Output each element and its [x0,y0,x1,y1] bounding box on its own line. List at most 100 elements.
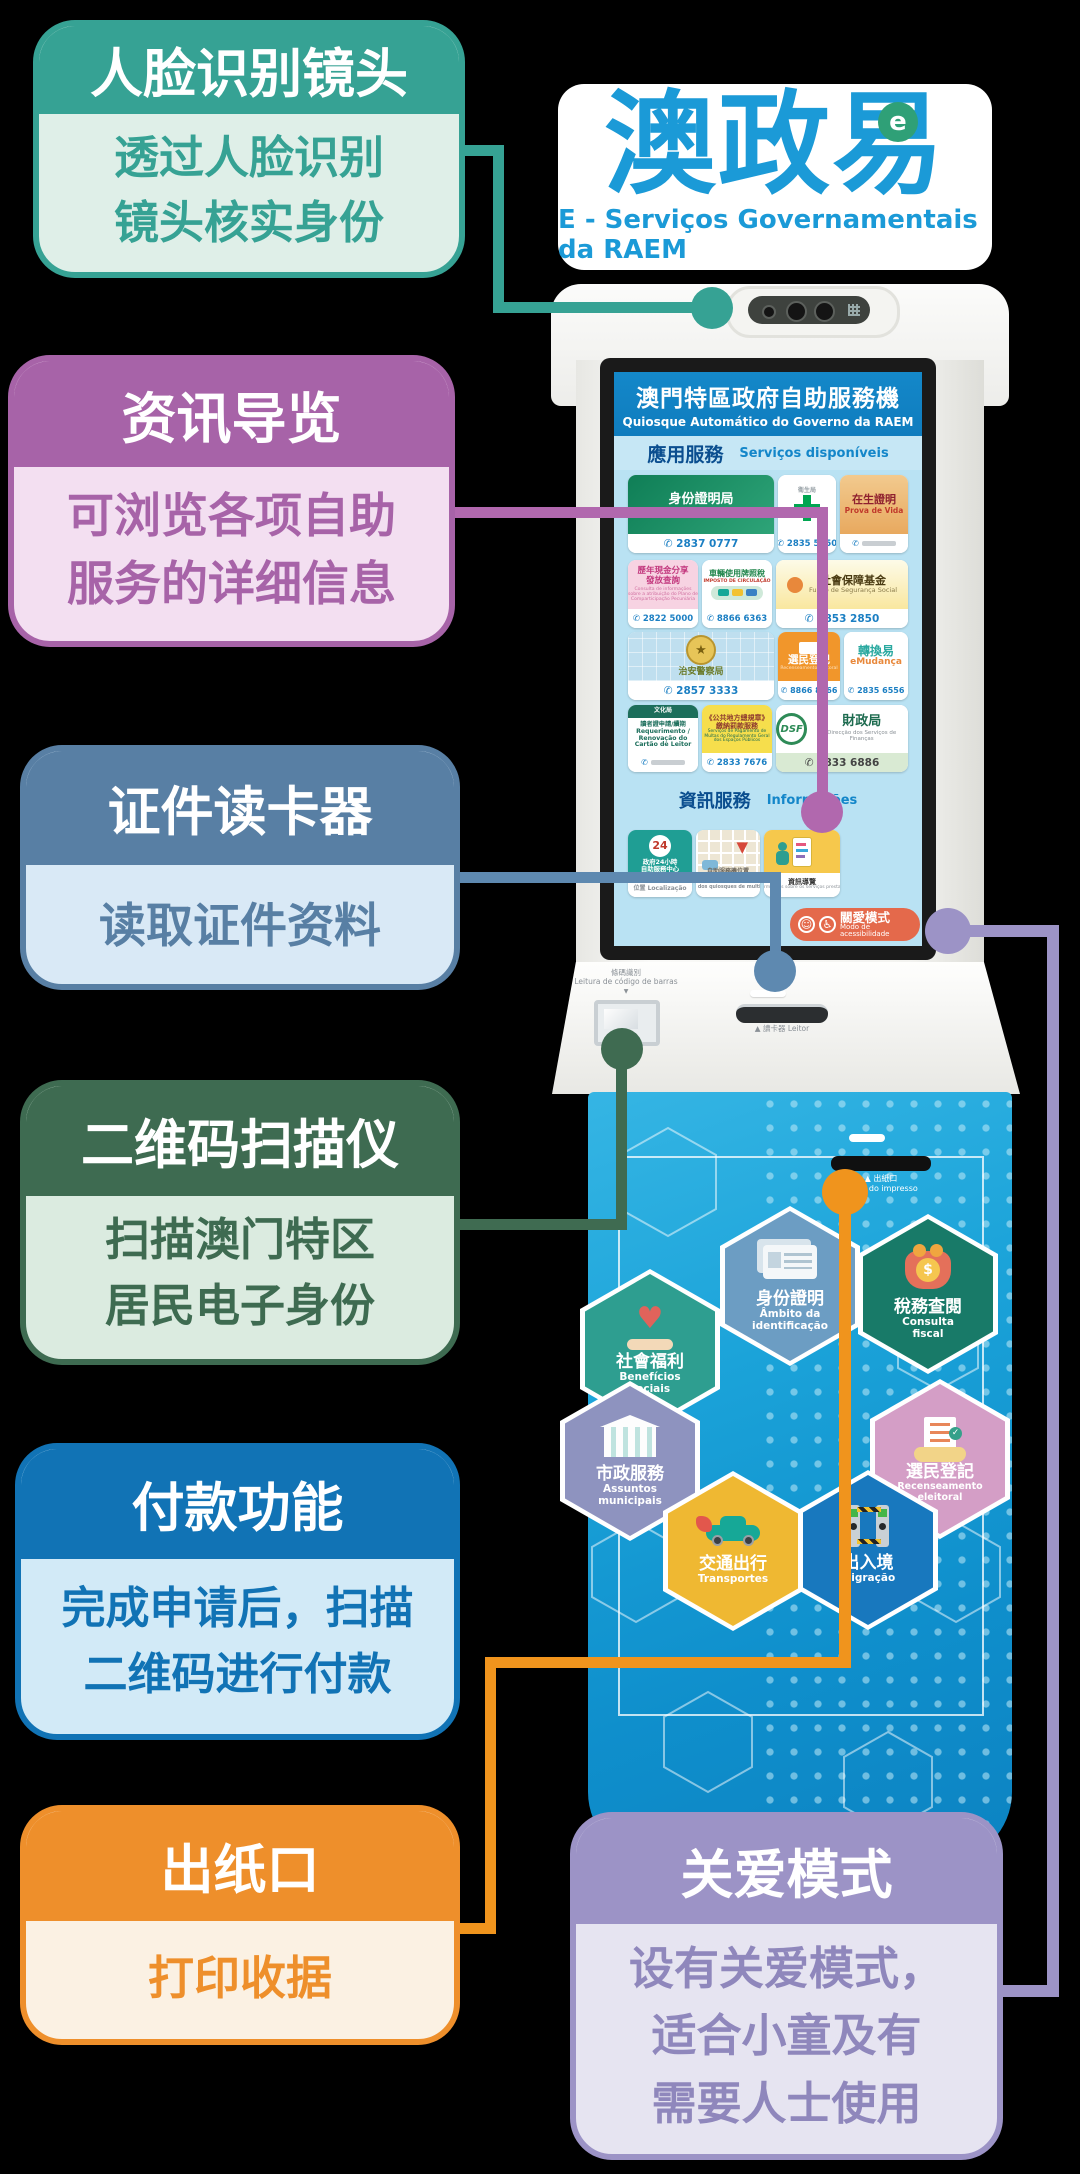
tile-proof-of-life[interactable]: 在生證明 Prova de Vida ✆ [840,475,908,553]
apps-section-header: 應用服務 Serviços disponíveis [614,436,922,470]
tiny-numbers [650,760,685,765]
callout-title: 关爱模式 [576,1818,997,1924]
callout-title: 证件读卡器 [26,751,454,865]
screen-title-zh: 澳門特區政府自助服務機 [636,386,900,412]
callout-card-reader: 证件读卡器 读取证件资料 [20,745,460,990]
callout-body: 读取证件资料 [99,899,381,954]
card-reader-slot [736,1004,828,1023]
tile-phone: ✆ 2833 7676 [702,753,772,772]
care-button-zh: 關愛模式 [840,909,891,925]
camera-lens-icon [786,301,807,322]
care-mode-button[interactable]: ☺ ♿ 關愛模式 Modo de acessibilidade [790,908,920,941]
callout-paper-outlet: 出纸口 打印收据 [20,1805,460,2045]
connector-paper-outlet [455,1923,496,1934]
tile-24h-centre[interactable]: 24 政府24小時 自助服務中心 位置 Localização [628,830,692,897]
fund-icon [786,576,803,593]
logo-subtitle: E - Serviços Governamentais da RAEM [558,205,978,265]
heart-in-hand-icon: ♥ [585,1298,715,1352]
info-section-zh: 資訊服務 [678,791,751,812]
callout-body: 可浏览各项自助 服务的详细信息 [67,488,396,612]
apps-section-zh: 應用服務 [647,443,724,466]
coin-purse-icon: $ [863,1243,993,1297]
tile-title: 資訊導覽 [788,878,816,887]
apps-section-pt: Serviços disponíveis [739,445,889,461]
tile-circulation-tax[interactable]: 車輛使用牌照稅 IMPOSTO DE CIRCULAÇÃO ✆ 8866 636… [702,560,772,628]
elderly-person-icon: ☺ [798,916,815,933]
border-gates-icon [803,1499,933,1553]
scanner-label: 條碼識別 Leitura de código de barras [574,968,678,987]
connector-dot-face-camera [691,287,733,329]
tile-social-security-fund[interactable]: 社會保障基金 Fundo de Segurança Social ✆ 2853 … [776,560,908,628]
map-pin-icon: ▼ [736,838,748,856]
connector-face-camera [460,145,504,156]
callout-body: 完成申请后，扫描 二维码进行付款 [61,1582,414,1700]
connector-face-camera [493,145,504,313]
tile-kiosk-locations-map[interactable]: ▼ 自助服務機位置 Localização dos quiosques de m… [696,830,760,897]
connector-dot-info-guide [801,791,843,833]
tile-phone: ✆ 2853 2850 [776,609,908,628]
map-water [702,860,718,870]
person-icon [776,842,789,865]
tile-voter-registration[interactable]: 選民登記 Recenseamento Eleitoral ✆ 8866 8866 [778,632,840,700]
tile-emudanca[interactable]: 轉換易 eMudança ✆ 2835 6556 [844,632,908,700]
tile-phone: ✆ 2835 6556 [844,681,908,700]
logo-e-icon: e [878,102,918,142]
dsf-logo-icon: DSF [776,713,808,745]
tile-phone: ✆ 2837 0777 [628,534,774,553]
connector-care-mode [948,925,1059,937]
tile-finance-bureau[interactable]: DSF 財政局 Direcção dos Serviços de Finança… [776,705,908,772]
connector-qr-scanner [455,1219,627,1230]
tile-phone: ✆ 8866 8866 [778,681,840,700]
government-building-icon [565,1410,695,1464]
tile-phone: ✆ [852,539,859,548]
cars-graphic [711,585,763,600]
connector-paper-outlet [839,1192,851,1668]
tile-cash-sharing[interactable]: 歷年現金分享 發放查詢 Consulta de informações sobr… [628,560,698,628]
scanner-arrow: ▼ [623,988,629,995]
connector-card-reader [770,872,781,964]
connector-paper-outlet [485,1657,851,1668]
callout-care-mode: 关爱模式 设有关爱模式， 适合小童及有 需要人士使用 [570,1812,1003,2160]
callout-title: 资讯导览 [14,361,449,467]
face-camera-module [748,296,870,324]
callout-face-camera: 人脸识别镜头 透过人脸识别 镜头核实身份 [33,20,465,278]
screen-header: 澳門特區政府自助服務機 Quiosque Automático do Gover… [614,372,922,436]
callout-body: 透过人脸识别 镜头核实身份 [113,130,384,249]
card-slot-highlight [750,990,786,997]
tile-caption: Informações sobre os serviços prestados [764,885,840,891]
tile-public-places-fines[interactable]: 《公共地方總規章》 繳納罰款服務 Serviços de Pagamento d… [702,705,772,772]
tile-phone: ✆ 2857 3333 [628,681,774,700]
tile-phone: ✆ 8866 6363 [702,609,772,628]
connector-care-mode [1000,1985,1059,1997]
phone-mock-icon [792,836,812,867]
camera-lens-icon [814,301,835,322]
care-button-pt: Modo de acessibilidade [840,922,890,939]
callout-title: 人脸识别镜头 [39,26,459,114]
tile-header: 文化局 [628,705,698,718]
tile-cultural-bureau[interactable]: 文化局 讀者證申請/續期 Requerimento / Renovação do… [628,705,698,772]
connector-care-mode [1047,925,1059,1997]
connector-info-guide [817,507,828,807]
camera-sensor-grid [848,304,860,316]
connector-paper-outlet [485,1657,496,1934]
tile-phone: ✆ 2822 5000 [628,609,698,628]
connector-info-guide [450,507,828,518]
ballot-icon [799,641,819,654]
tile-phone: ✆ 2833 6886 [776,753,908,772]
callout-body: 设有关爱模式， 适合小童及有 需要人士使用 [628,1941,944,2130]
printer-slot-highlight [849,1134,885,1142]
tile-police[interactable]: ★ 治安警察局 ✆ 2857 3333 [628,632,774,700]
24h-icon: 24 [649,834,671,857]
tiny-numbers [861,541,896,546]
kiosk-screen: 澳門特區政府自助服務機 Quiosque Automático do Gover… [614,372,922,946]
card-reader-label: ▲ 讀卡器 Leitor [754,1024,810,1033]
callout-payment: 付款功能 完成申请后，扫描 二维码进行付款 [15,1443,460,1740]
printer-slot [831,1156,931,1171]
info-section-header: 資訊服務 Informações [614,787,922,813]
